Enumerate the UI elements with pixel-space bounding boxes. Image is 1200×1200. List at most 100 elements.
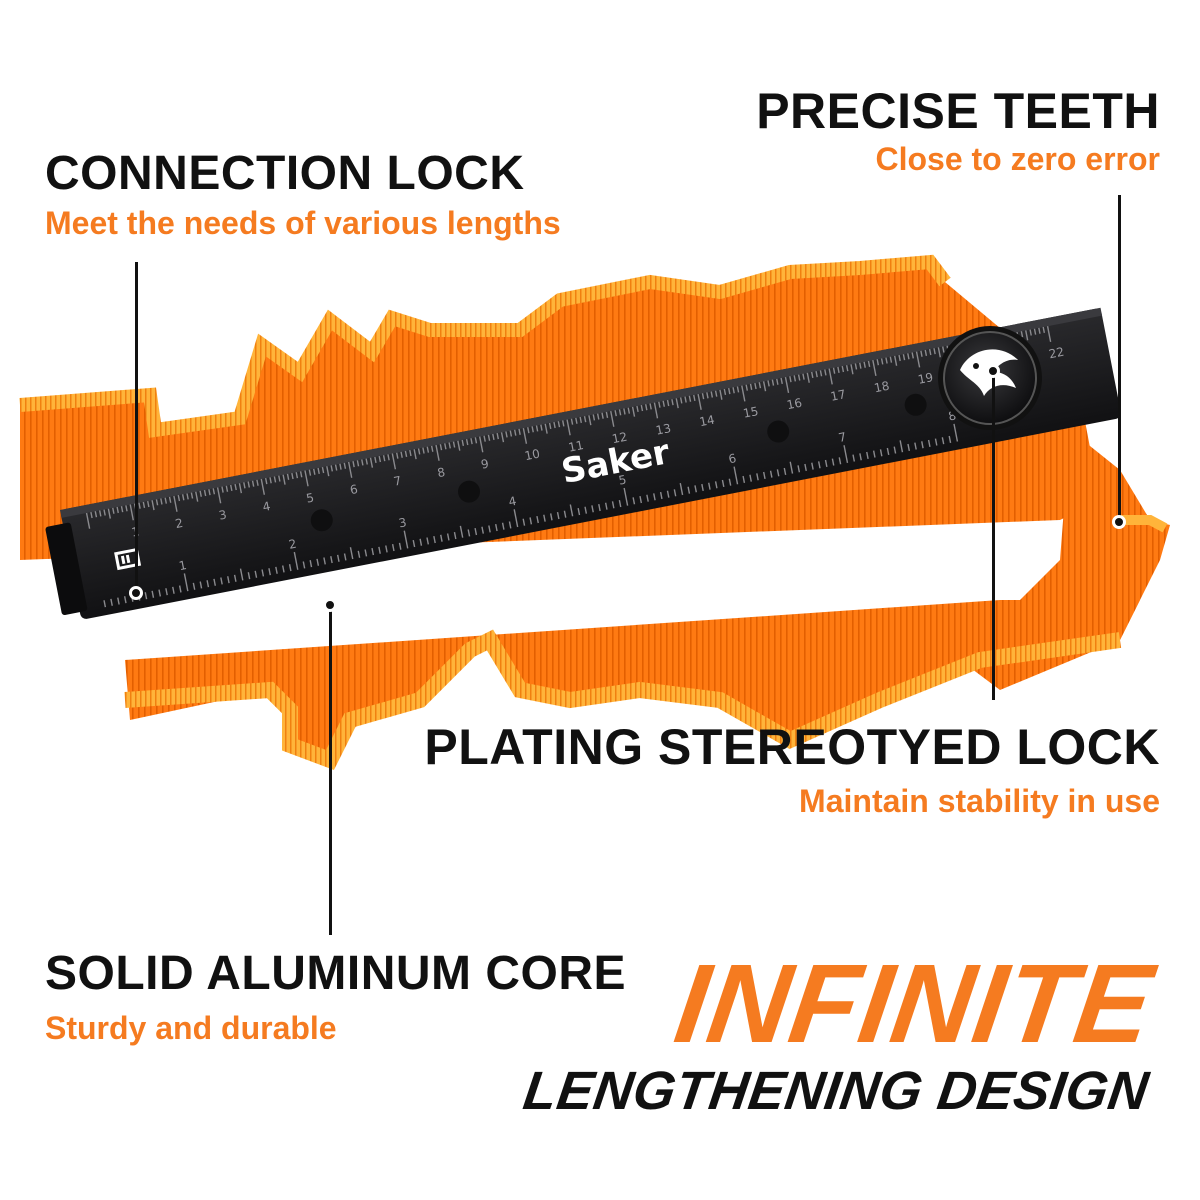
- bottom-scale-label: 3: [397, 515, 407, 530]
- top-tick: [841, 365, 845, 373]
- top-tick: [614, 410, 617, 417]
- top-scale-label: 7: [392, 473, 402, 488]
- bottom-tick: [838, 457, 842, 465]
- top-tick: [754, 382, 757, 390]
- bottom-tick: [653, 493, 656, 501]
- top-tick: [195, 491, 199, 502]
- top-tick: [465, 438, 469, 446]
- top-tick: [1038, 327, 1041, 334]
- bottom-tick: [797, 465, 801, 473]
- top-tick: [216, 487, 222, 504]
- top-tick: [457, 440, 461, 451]
- top-tick: [793, 375, 797, 382]
- top-tick: [444, 443, 447, 450]
- top-tick: [907, 353, 910, 360]
- top-tick: [1025, 330, 1029, 341]
- bottom-tick: [459, 525, 464, 538]
- gauge-upper-contour: [19, 254, 951, 438]
- plating-lock-title: PLATING STEREOTYED LOCK: [424, 719, 1160, 775]
- top-tick: [352, 461, 355, 468]
- plating-lock-subtitle: Maintain stability in use: [799, 783, 1160, 819]
- bottom-tick: [721, 479, 725, 488]
- top-tick: [221, 486, 224, 493]
- top-tick: [474, 437, 478, 444]
- top-tick: [924, 349, 928, 356]
- top-scale-label: 19: [917, 370, 935, 387]
- bottom-tick: [733, 466, 739, 485]
- bottom-tick: [536, 515, 539, 524]
- top-tick: [723, 388, 727, 396]
- top-tick: [422, 447, 425, 454]
- top-scale-label: 14: [698, 413, 716, 430]
- top-tick: [247, 481, 251, 488]
- aluminum-core-callout-line: [329, 605, 332, 935]
- bottom-tick: [151, 590, 155, 598]
- top-tick: [758, 382, 762, 389]
- bottom-tick: [412, 540, 416, 548]
- bottom-tick: [941, 437, 945, 445]
- top-tick: [928, 348, 932, 356]
- bottom-tick: [233, 574, 237, 582]
- bottom-tick: [708, 482, 711, 490]
- bottom-tick: [666, 490, 670, 498]
- top-tick: [859, 362, 862, 369]
- top-scale-ticks: [85, 326, 1052, 529]
- top-tick: [575, 417, 578, 424]
- top-tick: [806, 372, 810, 383]
- top-tick: [112, 507, 115, 514]
- bottom-tick: [886, 447, 890, 455]
- bottom-tick: [714, 481, 718, 489]
- bottom-tick: [673, 489, 677, 497]
- top-tick: [701, 393, 705, 400]
- bottom-tick: [804, 463, 807, 472]
- top-tick: [854, 363, 858, 370]
- bottom-tick: [859, 453, 862, 461]
- top-tick: [90, 512, 93, 519]
- bottom-tick: [302, 561, 306, 569]
- plating-lock-callout-dot: [986, 364, 1000, 378]
- top-tick: [1033, 328, 1037, 335]
- bottom-tick: [281, 565, 285, 573]
- top-tick: [579, 416, 583, 424]
- bottom-tick: [817, 461, 821, 469]
- top-tick: [295, 472, 299, 479]
- top-tick: [160, 498, 163, 505]
- bottom-tick: [948, 435, 952, 443]
- top-tick: [828, 368, 833, 385]
- top-tick: [937, 347, 941, 358]
- top-tick: [448, 442, 451, 449]
- top-tick: [339, 463, 342, 470]
- top-tick: [286, 473, 290, 480]
- top-tick: [85, 512, 91, 529]
- bottom-tick: [254, 570, 258, 578]
- bottom-tick: [495, 523, 498, 532]
- bottom-tick: [488, 525, 491, 533]
- bottom-tick: [268, 568, 271, 576]
- top-tick: [452, 441, 456, 448]
- top-tick: [915, 351, 921, 368]
- top-tick: [771, 379, 775, 386]
- top-scale-label: 13: [655, 421, 673, 438]
- top-tick: [876, 359, 880, 366]
- top-tick: [601, 412, 604, 419]
- bottom-tick: [227, 576, 230, 584]
- top-tick: [845, 365, 849, 372]
- top-tick: [426, 446, 430, 453]
- bottom-tick: [907, 443, 911, 451]
- bottom-tick: [288, 564, 292, 572]
- bottom-scale-ticks: [103, 423, 959, 608]
- bottom-scale-label: 2: [288, 537, 298, 552]
- top-tick: [902, 354, 906, 361]
- bottom-tick: [927, 439, 931, 447]
- top-tick: [911, 352, 914, 359]
- bottom-tick: [261, 569, 265, 577]
- bottom-tick: [914, 442, 917, 450]
- top-tick: [400, 451, 403, 458]
- top-tick: [693, 394, 696, 401]
- bottom-tick: [508, 521, 512, 529]
- top-tick: [548, 422, 552, 430]
- top-tick: [208, 489, 211, 496]
- bottom-tick: [513, 509, 519, 528]
- bottom-tick: [398, 542, 402, 550]
- top-tick: [631, 406, 636, 417]
